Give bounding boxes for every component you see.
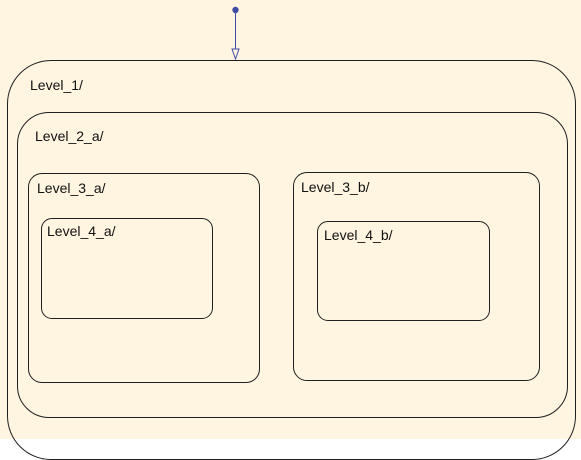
state-level-3-a[interactable]: Level_3_a/: [28, 173, 260, 383]
state-label-level-3-a: Level_3_a/: [37, 180, 106, 196]
state-level-4-a[interactable]: Level_4_a/: [41, 218, 213, 319]
state-label-level-1: Level_1/: [30, 77, 83, 93]
state-label-level-4-a: Level_4_a/: [47, 223, 116, 239]
state-level-2-a[interactable]: Level_2_a/: [17, 112, 568, 418]
state-level-4-b[interactable]: Level_4_b/: [317, 221, 490, 321]
state-level-3-b[interactable]: Level_3_b/: [293, 172, 540, 381]
state-label-level-4-b: Level_4_b/: [324, 227, 393, 243]
default-transition[interactable]: [0, 0, 581, 439]
state-label-level-3-b: Level_3_b/: [301, 179, 370, 195]
state-label-level-2-a: Level_2_a/: [35, 128, 104, 144]
default-transition-arrowhead: [231, 48, 240, 61]
